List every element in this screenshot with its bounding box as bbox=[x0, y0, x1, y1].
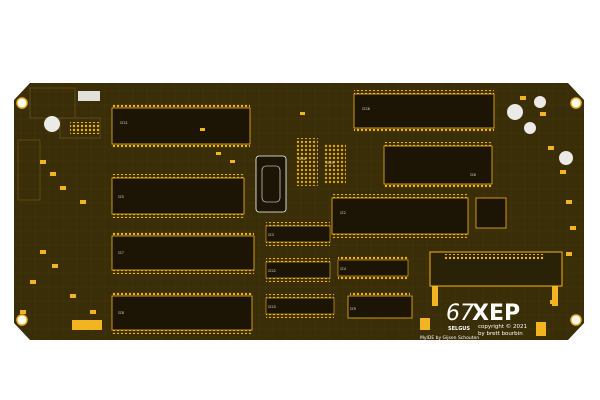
chip-label: IC14 bbox=[298, 157, 306, 161]
chip-label: IC6 bbox=[470, 173, 476, 177]
chip-label: IC2 bbox=[340, 211, 346, 215]
logo-number: 67 bbox=[446, 301, 474, 326]
chip-label: IC12 bbox=[268, 269, 276, 273]
chip-label: IC9 bbox=[350, 307, 356, 311]
selgus-text: SELGUS bbox=[448, 326, 470, 332]
board-logo: 67 XEP SELGUS copyright © 2021 by brett … bbox=[420, 301, 527, 341]
mounting-holes bbox=[16, 97, 582, 326]
author-line: by brett bourbin bbox=[478, 331, 523, 337]
chip-label: IC13 bbox=[268, 305, 276, 309]
myide-line: MyIDE by Gijsen Schouten bbox=[420, 335, 479, 341]
chip-labels: IC11 IC5 IC7 IC8 IC10 IC6 IC2 IC3 IC12 I… bbox=[118, 107, 476, 315]
dip-chips bbox=[111, 90, 495, 334]
copyright-line: copyright © 2021 bbox=[478, 323, 527, 330]
logo-word: XEP bbox=[472, 301, 520, 326]
chip-label: IC11 bbox=[120, 121, 128, 125]
chip-label: IC8 bbox=[118, 311, 124, 315]
chip-label: IC3 bbox=[268, 233, 274, 237]
chip-label: IC7 bbox=[118, 251, 124, 255]
chip-label: IC4 bbox=[340, 267, 346, 271]
chip-label: IC10 bbox=[362, 107, 370, 111]
chip-label: IC15 bbox=[326, 161, 334, 165]
cf-connector bbox=[429, 251, 563, 306]
chip-label: IC5 bbox=[118, 195, 124, 199]
